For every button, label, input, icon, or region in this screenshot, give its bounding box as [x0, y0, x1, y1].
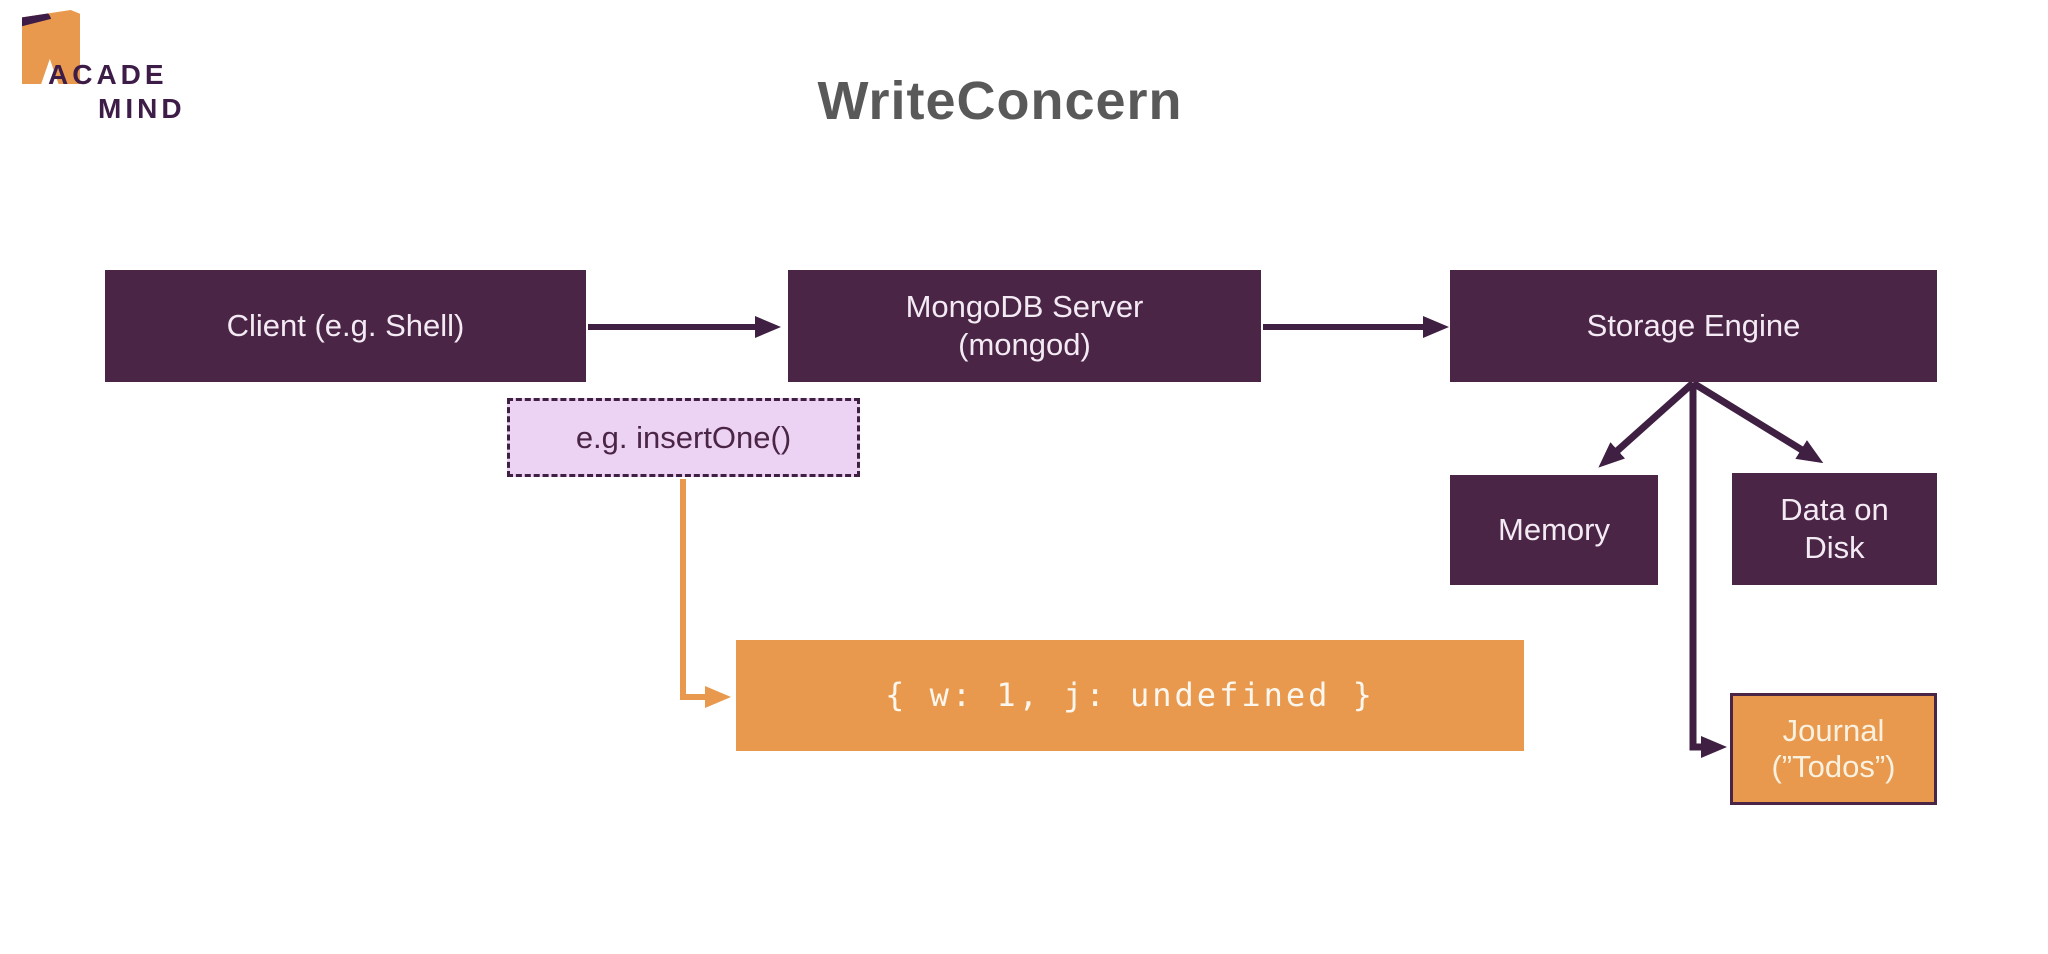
arrow-storage-to-journal	[1689, 383, 1727, 758]
node-write-concern-code: { w: 1, j: undefined }	[736, 640, 1524, 751]
logo-fold-icon	[22, 10, 52, 27]
write-concern-code-text: { w: 1, j: undefined }	[885, 675, 1375, 714]
node-client: Client (e.g. Shell)	[105, 270, 586, 382]
arrow-operation-to-writeconcern	[680, 479, 731, 708]
logo-text-line1: ACADE	[48, 59, 168, 90]
node-memory: Memory	[1450, 475, 1658, 585]
node-server-label-line2: (mongod)	[958, 327, 1091, 362]
node-storage-label: Storage Engine	[1586, 308, 1801, 344]
node-operation-label: e.g. insertOne()	[575, 419, 792, 455]
node-data-on-disk: Data on Disk	[1732, 473, 1937, 585]
node-disk-label-line1: Data on	[1780, 492, 1889, 528]
node-client-label: Client (e.g. Shell)	[226, 308, 465, 344]
node-mongodb-server: MongoDB Server (mongod)	[788, 270, 1261, 382]
node-journal: Journal (”Todos”)	[1730, 693, 1937, 805]
node-operation-example: e.g. insertOne()	[507, 398, 860, 477]
logo-text-line2: MIND	[98, 93, 186, 124]
node-server-label-line1: MongoDB Server	[905, 289, 1144, 325]
page-title: WriteConcern	[817, 71, 1183, 131]
academind-logo: ACADE MIND	[20, 6, 260, 136]
node-journal-label-line1: Journal	[1782, 713, 1885, 749]
node-disk-label-line2: Disk	[1804, 530, 1865, 565]
node-journal-label-line2: (”Todos”)	[1771, 749, 1896, 784]
logo-wordmark: ACADE MIND	[48, 58, 186, 126]
arrow-storage-to-disk	[1691, 380, 1824, 464]
node-memory-label: Memory	[1498, 512, 1610, 548]
arrow-storage-to-memory	[1598, 380, 1696, 468]
node-storage-engine: Storage Engine	[1450, 270, 1937, 382]
